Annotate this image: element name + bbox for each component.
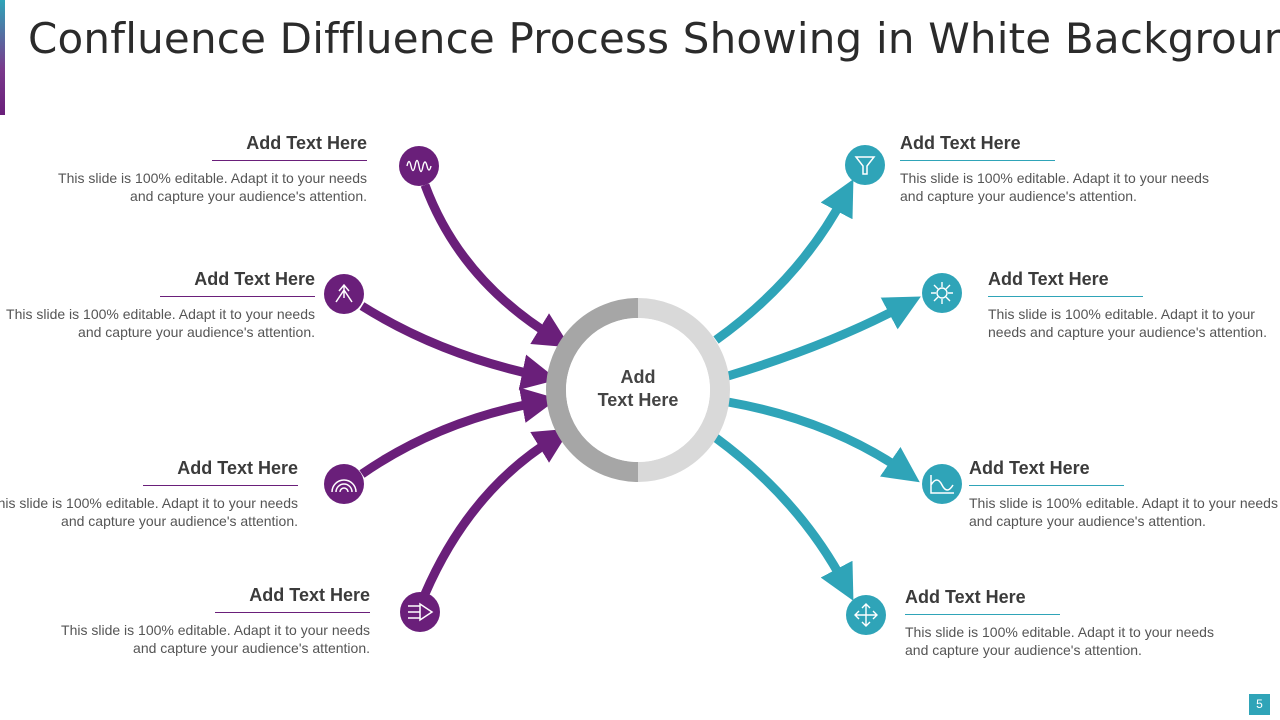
funnel-icon <box>845 145 885 185</box>
heading-underline <box>900 160 1055 161</box>
right-node-2: Add Text Here This slide is 100% editabl… <box>988 269 1278 341</box>
right-node-1: Add Text Here This slide is 100% editabl… <box>900 133 1210 205</box>
sound-wave-icon <box>399 146 439 186</box>
center-disc <box>566 318 710 462</box>
wave-chart-icon <box>922 464 962 504</box>
center-ring-left <box>546 298 639 482</box>
node-heading: Add Text Here <box>177 458 298 478</box>
rainbow-arc-icon <box>324 464 364 504</box>
heading-underline <box>160 296 315 297</box>
heading-underline <box>988 296 1143 297</box>
node-heading: Add Text Here <box>988 269 1109 289</box>
node-description: This slide is 100% editable. Adapt it to… <box>905 624 1214 658</box>
converge-arrow-1 <box>420 183 571 348</box>
left-node-3: Add Text Here This slide is 100% editabl… <box>0 458 298 530</box>
title-accent-bar <box>0 0 5 115</box>
arrows-outward-icon <box>922 273 962 313</box>
left-node-4: Add Text Here This slide is 100% editabl… <box>60 585 370 657</box>
slide-title: Confluence Diffluence Process Showing in… <box>28 14 1280 63</box>
four-way-arrows-icon <box>846 595 886 635</box>
node-heading: Add Text Here <box>246 133 367 153</box>
node-heading: Add Text Here <box>249 585 370 605</box>
converge-arrow-4 <box>420 428 571 596</box>
node-description: This slide is 100% editable. Adapt it to… <box>900 170 1209 204</box>
diverge-arrow-4 <box>713 434 854 601</box>
node-heading: Add Text Here <box>905 587 1026 607</box>
heading-underline <box>969 485 1124 486</box>
diverge-arrow-1 <box>713 179 854 344</box>
node-description: This slide is 100% editable. Adapt it to… <box>58 170 367 204</box>
node-description: This slide is 100% editable. Adapt it to… <box>61 622 370 656</box>
right-node-3: Add Text Here This slide is 100% editabl… <box>969 458 1279 530</box>
converge-arrow-2 <box>359 302 558 390</box>
diverge-arrow-3 <box>727 397 920 483</box>
center-ring-right <box>637 298 730 482</box>
heading-underline <box>215 612 370 613</box>
center-label-line2: Text Here <box>597 390 679 410</box>
heading-underline <box>143 485 298 486</box>
node-description: This slide is 100% editable. Adapt it to… <box>6 306 315 340</box>
converge-arrow-3 <box>359 387 558 478</box>
center-label-line1: Add <box>620 367 656 387</box>
heading-underline <box>905 614 1060 615</box>
page-number: 5 <box>1249 694 1270 715</box>
diverge-arrow-2 <box>726 296 921 381</box>
merge-arrow-icon <box>324 274 364 314</box>
node-description: This slide is 100% editable. Adapt it to… <box>988 306 1267 340</box>
node-heading: Add Text Here <box>900 133 1021 153</box>
node-description: This slide is 100% editable. Adapt it to… <box>969 495 1278 529</box>
node-heading: Add Text Here <box>194 269 315 289</box>
left-node-1: Add Text Here This slide is 100% editabl… <box>57 133 367 205</box>
node-heading: Add Text Here <box>969 458 1090 478</box>
converge-lines-icon <box>400 592 440 632</box>
node-description: This slide is 100% editable. Adapt it to… <box>0 495 298 529</box>
left-node-2: Add Text Here This slide is 100% editabl… <box>5 269 315 341</box>
right-node-4: Add Text Here This slide is 100% editabl… <box>905 587 1215 659</box>
center-label: Add Text Here <box>568 366 708 412</box>
heading-underline <box>212 160 367 161</box>
